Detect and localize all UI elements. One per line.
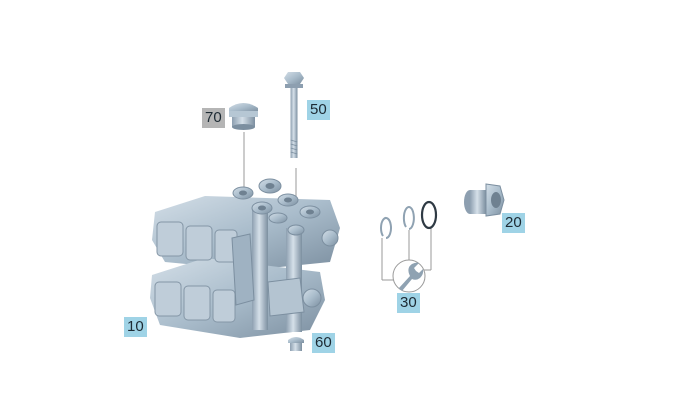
callout-part-20[interactable]: 20 bbox=[502, 213, 525, 233]
seal-rings-part-30[interactable] bbox=[380, 200, 438, 239]
callout-part-70[interactable]: 70 bbox=[202, 108, 225, 128]
wrench-icon bbox=[392, 259, 426, 293]
callout-part-50[interactable]: 50 bbox=[307, 100, 330, 120]
leader-lines bbox=[243, 132, 432, 281]
fitting-part-20[interactable] bbox=[464, 183, 505, 217]
plug-part-60[interactable] bbox=[288, 337, 304, 351]
valve-body-part-10[interactable] bbox=[150, 178, 340, 338]
plug-screw-part-70[interactable] bbox=[229, 103, 258, 130]
callout-part-10[interactable]: 10 bbox=[124, 317, 147, 337]
callout-part-30[interactable]: 30 bbox=[397, 293, 420, 313]
bolt-part-50[interactable] bbox=[284, 72, 304, 158]
callout-part-60[interactable]: 60 bbox=[312, 333, 335, 353]
